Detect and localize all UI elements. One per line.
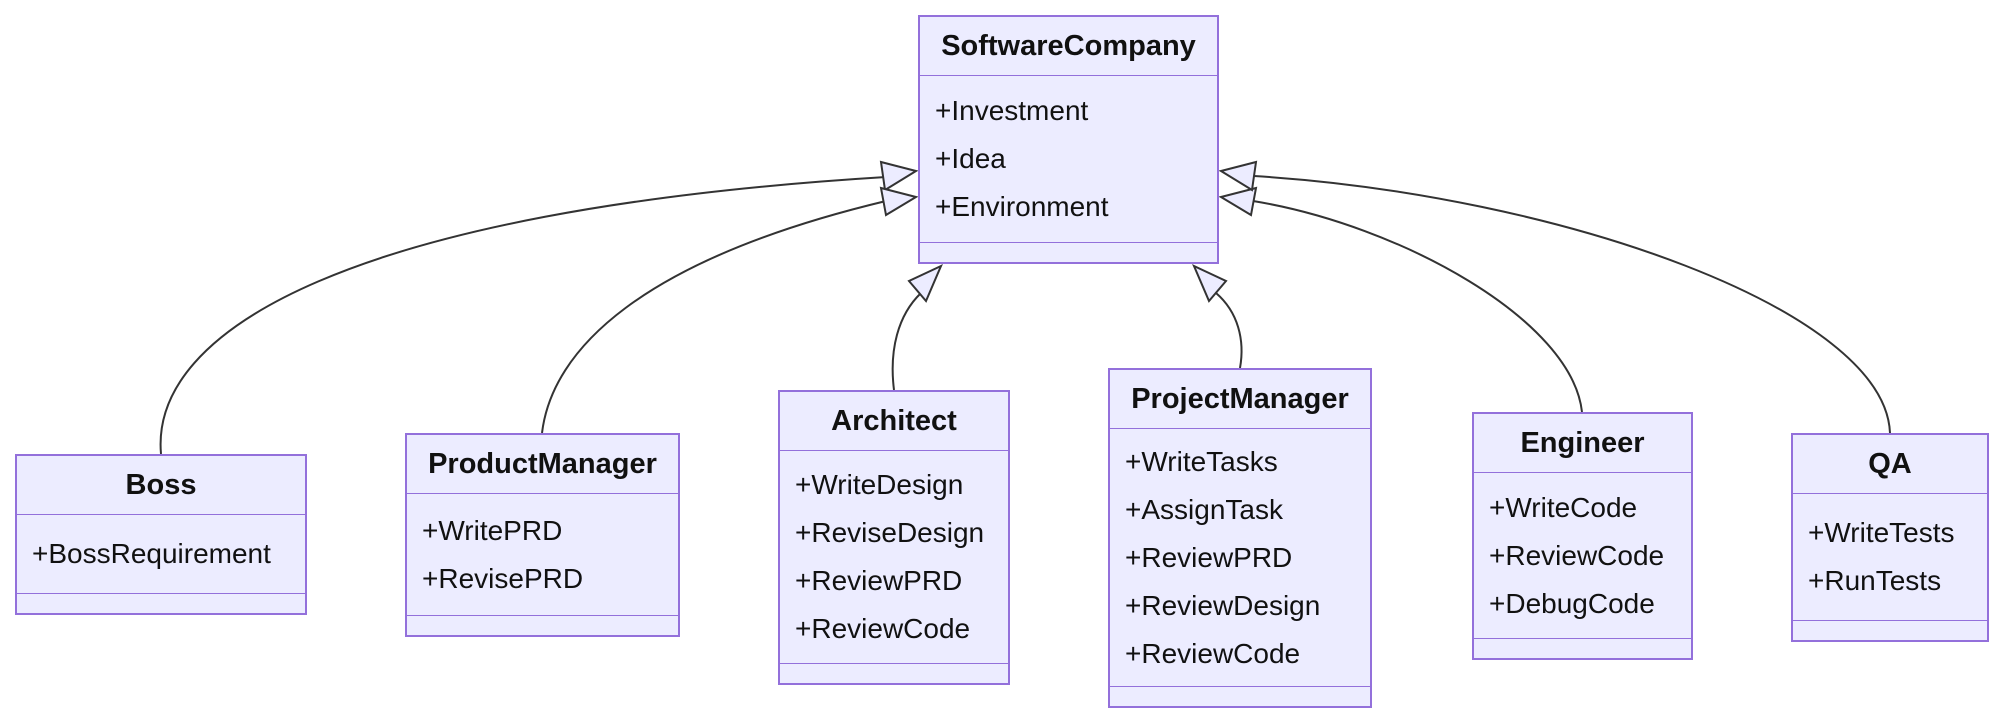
edge-productmanager-to-softwarecompany <box>541 200 887 434</box>
class-attribute: +AssignTask <box>1125 493 1283 525</box>
class-title: Boss <box>17 456 305 515</box>
class-attribute: +RevisePRD <box>422 562 584 594</box>
class-attribute: +Environment <box>935 191 1109 222</box>
class-attribute: +ReviewCode <box>795 613 971 644</box>
class-attributes: +BossRequirement <box>17 515 305 593</box>
class-box-qa: QA +WriteTests +RunTests <box>1791 433 1989 642</box>
inheritance-arrowhead-projectmanager-icon <box>1192 263 1228 303</box>
class-attributes: +WriteCode +ReviewCode +DebugCode <box>1474 473 1691 638</box>
class-methods-empty <box>1110 686 1370 706</box>
class-attribute: +WriteTasks <box>1125 445 1278 477</box>
class-title: Engineer <box>1474 414 1691 473</box>
class-attribute: +BossRequirement <box>32 538 271 569</box>
class-attribute: +WriteDesign <box>795 469 964 500</box>
class-box-productmanager: ProductManager +WritePRD +RevisePRD <box>405 433 680 637</box>
class-attributes: +Investment +Idea +Environment <box>920 76 1217 242</box>
class-attribute: +ReviewPRD <box>795 565 963 596</box>
class-box-projectmanager: ProjectManager +WriteTasks +AssignTask +… <box>1108 368 1372 708</box>
class-title: SoftwareCompany <box>920 17 1217 76</box>
class-box-boss: Boss +BossRequirement <box>15 454 307 615</box>
edge-architect-to-softwarecompany <box>891 292 922 391</box>
class-methods-empty <box>1793 620 1987 640</box>
class-title: Architect <box>780 392 1008 451</box>
class-title: ProductManager <box>407 435 678 494</box>
class-methods-empty <box>780 663 1008 683</box>
class-attribute: +Investment <box>935 95 1089 126</box>
edge-qa-to-softwarecompany <box>1253 175 1891 434</box>
class-attribute: +WritePRD <box>422 514 563 546</box>
class-title: QA <box>1793 435 1987 494</box>
class-attribute: +WriteTests <box>1808 517 1955 548</box>
class-box-engineer: Engineer +WriteCode +ReviewCode +DebugCo… <box>1472 412 1693 660</box>
edge-engineer-to-softwarecompany <box>1252 200 1583 413</box>
class-attribute: +ReviewCode <box>1489 539 1665 571</box>
class-title: ProjectManager <box>1110 370 1370 429</box>
inheritance-arrowhead-qa-icon <box>1218 160 1258 192</box>
inheritance-arrowhead-engineer-icon <box>1218 186 1258 217</box>
inheritance-arrowhead-boss-icon <box>879 160 919 192</box>
class-attributes: +WritePRD +RevisePRD <box>407 494 678 615</box>
class-methods-empty <box>17 593 305 613</box>
class-attribute: +ReviewPRD <box>1125 541 1293 573</box>
class-attributes: +WriteTests +RunTests <box>1793 494 1987 620</box>
edge-boss-to-softwarecompany <box>159 176 887 455</box>
class-attributes: +WriteTasks +AssignTask +ReviewPRD +Revi… <box>1110 429 1370 686</box>
class-box-architect: Architect +WriteDesign +ReviseDesign +Re… <box>778 390 1010 685</box>
inheritance-arrowhead-productmanager-icon <box>879 186 919 217</box>
class-attribute: +ReviewDesign <box>1125 589 1321 621</box>
inheritance-arrowhead-architect-icon <box>907 263 943 303</box>
class-attribute: +WriteCode <box>1489 491 1638 523</box>
edge-projectmanager-to-softwarecompany <box>1215 292 1243 369</box>
class-box-softwarecompany: SoftwareCompany +Investment +Idea +Envir… <box>918 15 1219 264</box>
class-methods-empty <box>920 242 1217 262</box>
class-attribute: +Idea <box>935 143 1006 174</box>
class-attribute: +DebugCode <box>1489 587 1655 619</box>
class-attributes: +WriteDesign +ReviseDesign +ReviewPRD +R… <box>780 451 1008 663</box>
class-attribute: +ReviewCode <box>1125 637 1301 669</box>
class-methods-empty <box>407 615 678 635</box>
class-attribute: +RunTests <box>1808 565 1942 596</box>
class-attribute: +ReviseDesign <box>795 517 985 548</box>
class-methods-empty <box>1474 638 1691 658</box>
